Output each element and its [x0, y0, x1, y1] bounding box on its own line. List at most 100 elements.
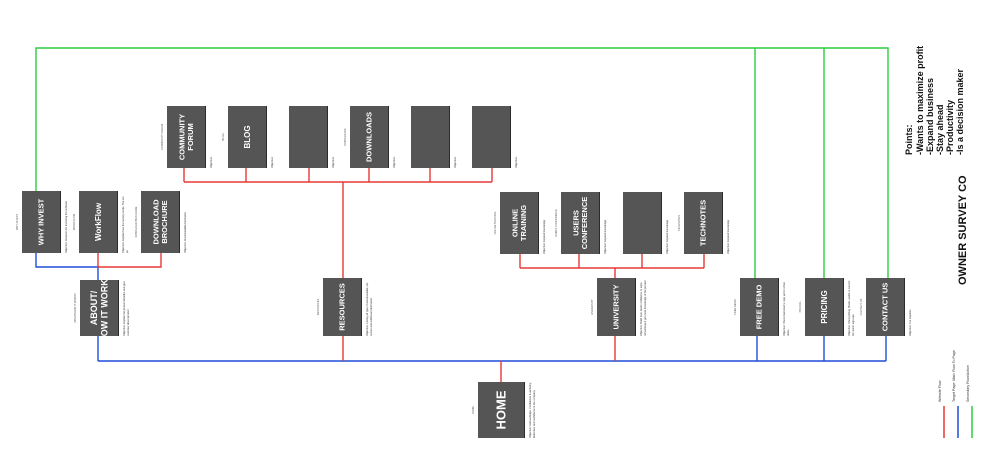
page-nodes: HOME HOME Objective: Acknowledge, Confiden…: [15, 106, 912, 438]
node-blank-2: Objective:: [411, 106, 457, 168]
node-objective: Objective:: [514, 156, 518, 168]
node-label: DOWNLOADS: [365, 112, 374, 162]
node-box: [561, 192, 599, 254]
node-objective: Objective:: [392, 156, 396, 168]
legend: Website Flow Target Page: Main Flow To Pa…: [938, 350, 973, 438]
node-box: [22, 191, 60, 253]
node-box: [472, 106, 510, 168]
legend-label: Target Page: Main Flow To Page: [952, 350, 956, 402]
node-objective-cont: build trust and confidence in the compan…: [532, 389, 536, 438]
secondary-flow-line: [35, 47, 889, 278]
node-objective: Objective: Expand knowledge: [665, 219, 669, 254]
node-objective: Objective: Explain the product benefits …: [122, 281, 126, 336]
node-objective: Objective: Build trust, build confidence…: [639, 282, 643, 336]
node-objective: Objective: Expand knowledge: [726, 219, 730, 254]
node-tag: PRICING: [798, 302, 802, 313]
node-label: ABOUT/HOW IT WORKS: [89, 273, 109, 343]
node-objective: Objective: Expand knowledge: [542, 219, 546, 254]
node-objective: Objective: Listing all type of downloada…: [365, 282, 369, 336]
node-objective: Objective:: [209, 156, 213, 168]
main-flow-why-invest: [35, 253, 99, 280]
node-tag: DOWNLOADS: [343, 128, 347, 145]
node-label: CONTACT US: [881, 283, 890, 332]
node-tag: ONLINE TRAINING: [493, 212, 497, 235]
point-item: -Is a decision maker: [955, 68, 965, 155]
node-blank-3: Objective:: [472, 106, 518, 168]
node-label: WorkFlow: [94, 202, 103, 241]
node-label: BLOG: [243, 125, 252, 148]
node-tag: CONTACT US: [859, 298, 863, 315]
node-label: ONLINETRAINING: [510, 205, 528, 241]
node-objective: Objective:: [453, 156, 457, 168]
node-community-forum: COMMUNITYFORUM COMMUNITY FORUM Objective:: [160, 106, 213, 168]
node-objective: Objective: Expand knowledge: [603, 219, 607, 254]
node-objective: Objective: Explain how the survey works,…: [121, 196, 125, 253]
node-box: [597, 278, 635, 336]
node-online-training: ONLINETRAINING ONLINE TRAINING Objective: …: [493, 192, 546, 254]
node-tag: BLOG: [221, 133, 225, 140]
node-label: USERSCONFERENCE: [571, 197, 589, 250]
node-downloads: DOWNLOADS DOWNLOADS Objective:: [343, 106, 396, 168]
node-box: [805, 278, 843, 336]
node-box: [228, 106, 266, 168]
node-box: [411, 106, 449, 168]
node-box: [684, 192, 722, 254]
node-objective-cont: ps: [126, 250, 129, 253]
node-tag: FREE DEMO: [733, 299, 737, 314]
node-box: [289, 106, 327, 168]
node-box: [323, 278, 361, 336]
legend-label: Secondary Flow/Action: [966, 365, 970, 402]
legend-label: Website Flow: [938, 380, 942, 402]
node-tag: UNIVERSITY: [590, 299, 594, 315]
node-label: RESOURCES: [338, 283, 347, 331]
node-box: [350, 106, 388, 168]
node-pricing: PRICING PRICING Objective: Show pricing Mo…: [798, 278, 855, 336]
node-label: PRICING: [820, 290, 829, 323]
node-about: ABOUT/HOW IT WORKS ABOUT/HOW IT WORKS Obje…: [73, 273, 130, 343]
node-label: WHY INVEST: [37, 198, 46, 245]
node-box: [500, 192, 538, 254]
node-tag: COMMUNITY FORUM: [160, 124, 164, 150]
node-tag: HOME: [471, 406, 475, 414]
node-label: TECHNOTES: [699, 200, 708, 246]
node-tag: RESOURCES: [316, 299, 320, 316]
node-label: HOME: [494, 390, 509, 429]
point-item: -Productivity: [945, 100, 955, 155]
node-tag: USERS CONFERENCE: [554, 209, 558, 237]
node-box: [866, 278, 904, 336]
node-objective-cont: demo: [786, 329, 790, 336]
node-tag: WORK FLOW: [72, 213, 76, 230]
flow-connectors: [35, 47, 889, 382]
website-flow-about-children: [97, 253, 162, 268]
node-objective-cont: nd learning & get more knowledge of the …: [643, 280, 647, 336]
node-resources: RESOURCES RESOURCES Objective: Listing all…: [316, 278, 373, 336]
node-tag: ABOUT/HOW IT WORKS: [73, 293, 77, 323]
point-item: -Wants to maximize profit: [915, 46, 925, 155]
node-why-invest: WHY INVEST WHY INVEST Objective: Reasons f…: [15, 191, 68, 253]
node-objective: Objective:: [270, 156, 274, 168]
node-box: [167, 106, 205, 168]
point-item: -Stay ahead: [935, 104, 945, 155]
node-workflow: WorkFlow WORK FLOW Objective: Explain how …: [72, 191, 129, 253]
node-objective-cont: ources and additional information: [369, 297, 373, 336]
point-item: -Expand business: [925, 78, 935, 155]
node-objective: Objective: Downloadable brochures: [183, 211, 187, 253]
node-label: FREE DEMO: [755, 285, 764, 330]
node-box: [740, 278, 778, 336]
node-box: [141, 191, 179, 253]
node-blank-4: Objective: Expand knowledge: [623, 192, 669, 254]
node-label: COMMUNITYFORUM: [177, 114, 195, 160]
node-blank-1: Objective:: [289, 106, 335, 168]
node-objective: Objective: Acknowledge, Confidence & aut…: [528, 382, 532, 438]
node-objective-cont: the visitor sign-ups: [851, 314, 855, 336]
node-users-conference: USERSCONFERENCE USERS CONFERENCE Objective…: [554, 192, 607, 254]
node-objective: Objective: Show pricing Model, useful to…: [847, 280, 851, 336]
node-box: [79, 191, 117, 253]
node-objective: Objective: Reasons for investing the sof…: [64, 200, 68, 253]
node-label: DOWNLOADBROCHURE: [151, 199, 169, 245]
node-tag: WHY INVEST: [15, 214, 19, 231]
